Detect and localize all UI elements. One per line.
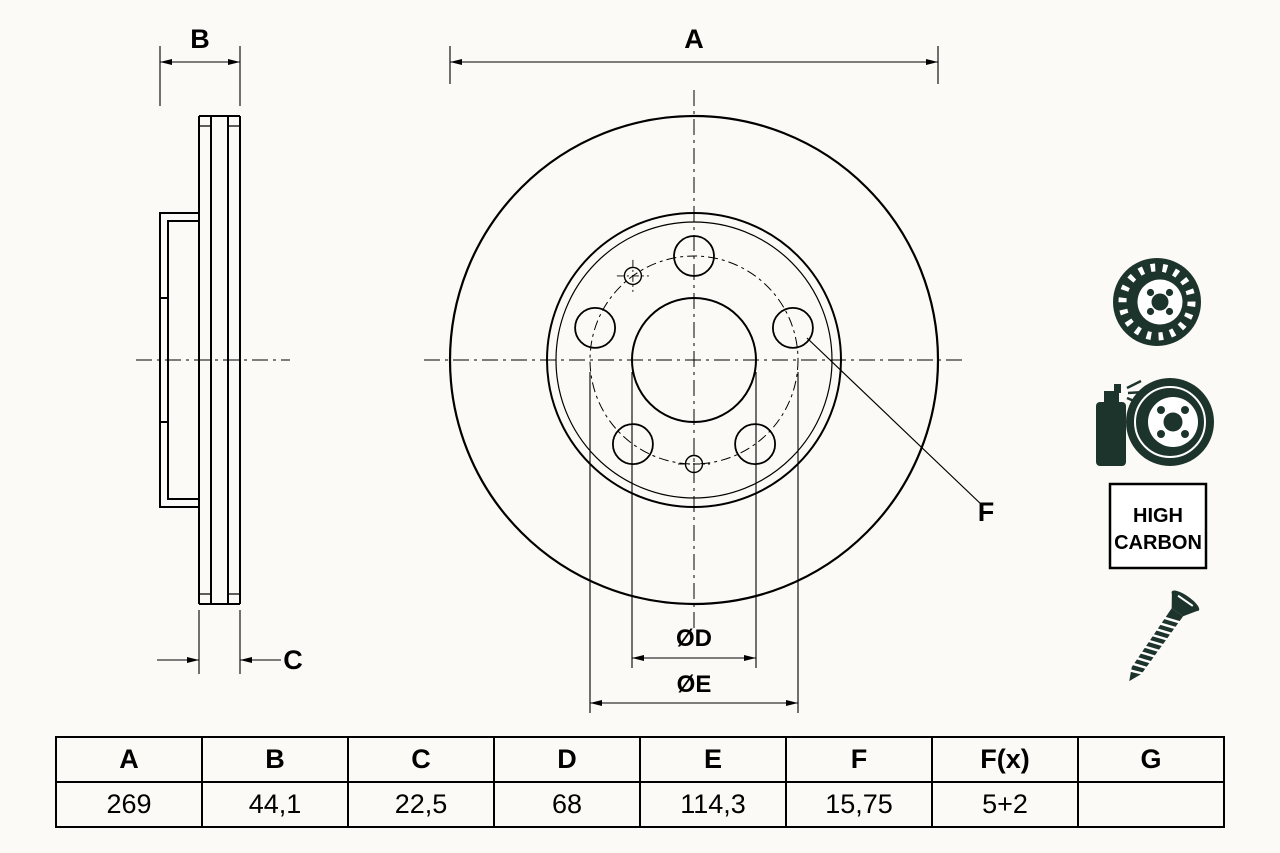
value-d: 68 (493, 781, 641, 828)
col-header-a: A (55, 736, 203, 783)
locating-hole (684, 454, 704, 474)
bolt-hole (734, 423, 776, 466)
value-a: 269 (55, 781, 203, 828)
label-d: ØD (676, 625, 712, 652)
dimension-labels: A B C ØD ØE F (190, 24, 994, 698)
bolt-hole (772, 306, 814, 349)
cross-section-view (159, 115, 241, 605)
center-lines (136, 90, 964, 632)
bolt-hole (673, 235, 715, 277)
hub-outer-circle (546, 212, 842, 508)
bolt-holes (574, 235, 814, 466)
coated-disc-edge (1134, 386, 1206, 458)
vent-slots (1118, 263, 1196, 341)
center-bore-circle (631, 297, 757, 423)
screw-head-cone (1171, 591, 1199, 617)
label-e: ØE (677, 671, 712, 698)
coated-disc-bore (1163, 412, 1183, 432)
label-a: A (684, 24, 704, 54)
spray-can-cap (1104, 391, 1119, 404)
value-g (1077, 781, 1225, 828)
label-c: C (283, 645, 303, 675)
badge-border (1108, 482, 1208, 570)
dimension-table: A B C D E F F(x) G 269 44,1 22,5 68 114,… (55, 736, 1225, 828)
label-f: F (978, 497, 995, 527)
col-header-d: D (493, 736, 641, 783)
table-header-row: A B C D E F F(x) G (55, 736, 1225, 783)
stud-hole (1165, 288, 1174, 297)
badge-text-line2: CARBON (1114, 532, 1202, 554)
brake-disc-icon (1113, 258, 1201, 346)
locating-hole (623, 266, 643, 286)
spray-nozzle (1114, 384, 1121, 393)
label-b: B (190, 24, 210, 54)
col-header-c: C (347, 736, 495, 783)
high-carbon-badge: HIGH CARBON (1108, 482, 1208, 570)
front-view (448, 114, 984, 606)
chamfer-lines (199, 125, 240, 595)
hub-inner-circle (555, 221, 833, 499)
stud-hole (1157, 406, 1165, 414)
value-b: 44,1 (201, 781, 349, 828)
col-header-b: B (201, 736, 349, 783)
col-header-fx: F(x) (931, 736, 1079, 783)
value-c: 22,5 (347, 781, 495, 828)
spray-can (1096, 402, 1126, 466)
coating-spray-icon (1096, 378, 1214, 466)
stud-hole (1181, 430, 1189, 438)
countersunk-screw-icon (1129, 590, 1200, 682)
badge-text-line1: HIGH (1133, 505, 1183, 527)
stud-hole (1146, 288, 1155, 297)
stud-hole (1157, 430, 1165, 438)
brake-disc-technical-drawing: A B C ØD ØE F (136, 24, 1214, 713)
center-hole (1151, 293, 1169, 311)
locating-hole-centerlines (616, 259, 710, 480)
stud-hole (1181, 406, 1189, 414)
col-header-f: F (785, 736, 933, 783)
outer-diameter-circle (448, 114, 940, 606)
friction-ring-section (198, 115, 241, 605)
value-e: 114,3 (639, 781, 787, 828)
bolt-hole (612, 423, 654, 466)
col-header-g: G (1077, 736, 1225, 783)
screw-head-slot (1177, 594, 1194, 607)
stud-hole (1165, 307, 1174, 316)
dimension-lines (157, 46, 939, 713)
value-f: 15,75 (785, 781, 933, 828)
screw-threads (1129, 616, 1180, 675)
hat-section (159, 212, 199, 508)
f-leader-line (806, 337, 984, 507)
table-value-row: 269 44,1 22,5 68 114,3 15,75 5+2 (55, 781, 1225, 828)
locating-holes (623, 266, 704, 474)
bolt-hole (574, 306, 616, 349)
value-fx: 5+2 (931, 781, 1079, 828)
col-header-e: E (639, 736, 787, 783)
stud-hole (1146, 307, 1155, 316)
